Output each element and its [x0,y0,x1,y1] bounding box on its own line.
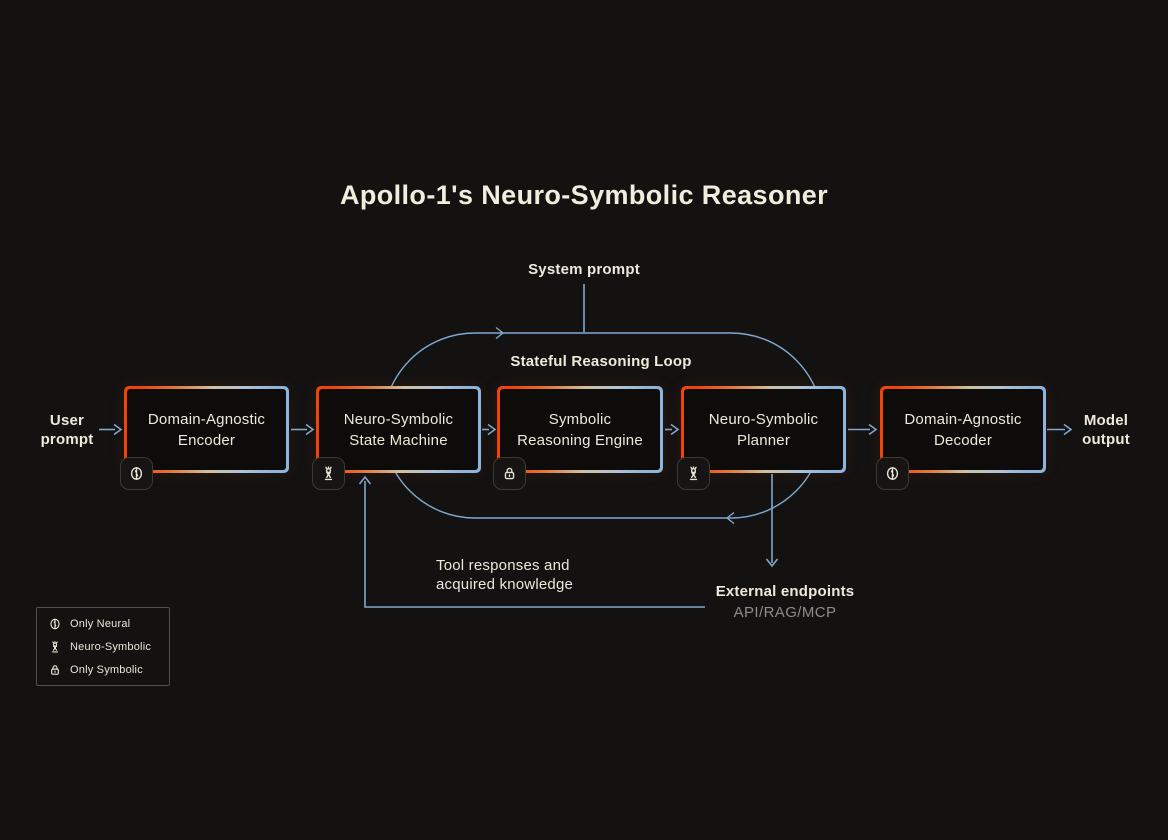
chess-piece-icon [51,640,59,652]
external-endpoints-label: External endpoints API/RAG/MCP [705,582,865,621]
tool-responses-label: Tool responses and acquired knowledge [436,556,573,594]
box-domain-agnostic-decoder: Domain-Agnostic Decoder [880,386,1046,473]
legend-label: Only Symbolic [70,663,143,676]
box-label-line2: Reasoning Engine [517,431,643,449]
lock-icon [51,664,59,675]
model-output-label: Model output [1066,411,1146,449]
brain-icon [886,467,899,480]
box-domain-agnostic-encoder: Domain-Agnostic Encoder [124,386,289,473]
box-label-line1: Symbolic [548,410,612,428]
user-prompt-line2: prompt [40,431,94,448]
chess-piece-icon [689,466,698,481]
loop-arrowhead-right-icon [495,326,505,340]
box-domain-agnostic-encoder-label: Domain-Agnostic Encoder [127,389,286,470]
tool-responses-arrowhead-icon [358,475,372,485]
user-prompt-label: User prompt [27,411,107,449]
statemachine-to-engine-arrowhead-icon [487,423,497,436]
model-output-line1: Model [1083,412,1129,429]
box-domain-agnostic-decoder-label: Domain-Agnostic Decoder [883,389,1043,470]
external-endpoints-title: External endpoints [715,583,855,600]
legend-item-only-neural: Only Neural [48,614,169,633]
page-title: Apollo-1's Neuro-Symbolic Reasoner [339,180,829,210]
chess-piece-icon [324,466,333,481]
user-prompt-arrowhead-icon [113,423,123,436]
encoder-badge [120,457,153,490]
model-output-line2: output [1082,431,1130,448]
box-neuro-symbolic-state-machine: Neuro-Symbolic State Machine [316,386,481,473]
box-label-line1: Neuro-Symbolic [343,410,454,428]
system-prompt-label: System prompt [528,261,640,278]
legend-label: Only Neural [70,617,131,630]
tool-responses-line2: acquired knowledge [436,576,574,593]
lock-icon [504,467,515,480]
brain-icon [50,618,60,629]
decoder-badge [876,457,909,490]
state-machine-badge [312,457,345,490]
stateful-reasoning-loop-label: Stateful Reasoning Loop [510,353,692,370]
planner-to-external-arrowhead-icon [765,558,779,568]
box-label-line1: Domain-Agnostic [904,410,1022,428]
brain-icon [130,467,143,480]
planner-to-decoder-arrowhead-icon [868,423,878,436]
loop-arrowhead-left-icon [725,511,735,525]
external-endpoints-subtitle: API/RAG/MCP [733,604,837,621]
box-symbolic-reasoning-engine-label: Symbolic Reasoning Engine [500,389,660,470]
model-output-arrowhead-icon [1063,423,1073,436]
box-symbolic-reasoning-engine: Symbolic Reasoning Engine [497,386,663,473]
legend-label: Neuro-Symbolic [70,640,152,653]
legend-item-neuro-symbolic: Neuro-Symbolic [48,637,169,656]
encoder-to-statemachine-arrowhead-icon [305,423,315,436]
box-label-line2: Decoder [933,431,993,449]
user-prompt-line1: User [49,412,85,429]
box-label-line2: State Machine [349,431,448,449]
box-neuro-symbolic-planner-label: Neuro-Symbolic Planner [684,389,843,470]
box-neuro-symbolic-state-machine-label: Neuro-Symbolic State Machine [319,389,478,470]
legend-item-only-symbolic: Only Symbolic [48,660,169,679]
planner-badge [677,457,710,490]
box-label-line1: Domain-Agnostic [147,410,266,428]
legend: Only Neural Neuro-Symbolic Only Symbolic [36,607,170,686]
box-label-line2: Encoder [177,431,236,449]
box-label-line1: Neuro-Symbolic [708,410,819,428]
tool-responses-line1: Tool responses and [436,557,570,574]
reasoning-engine-badge [493,457,526,490]
box-neuro-symbolic-planner: Neuro-Symbolic Planner [681,386,846,473]
tool-responses-return-line [364,481,705,608]
engine-to-planner-arrowhead-icon [670,423,680,436]
box-label-line2: Planner [736,431,791,449]
